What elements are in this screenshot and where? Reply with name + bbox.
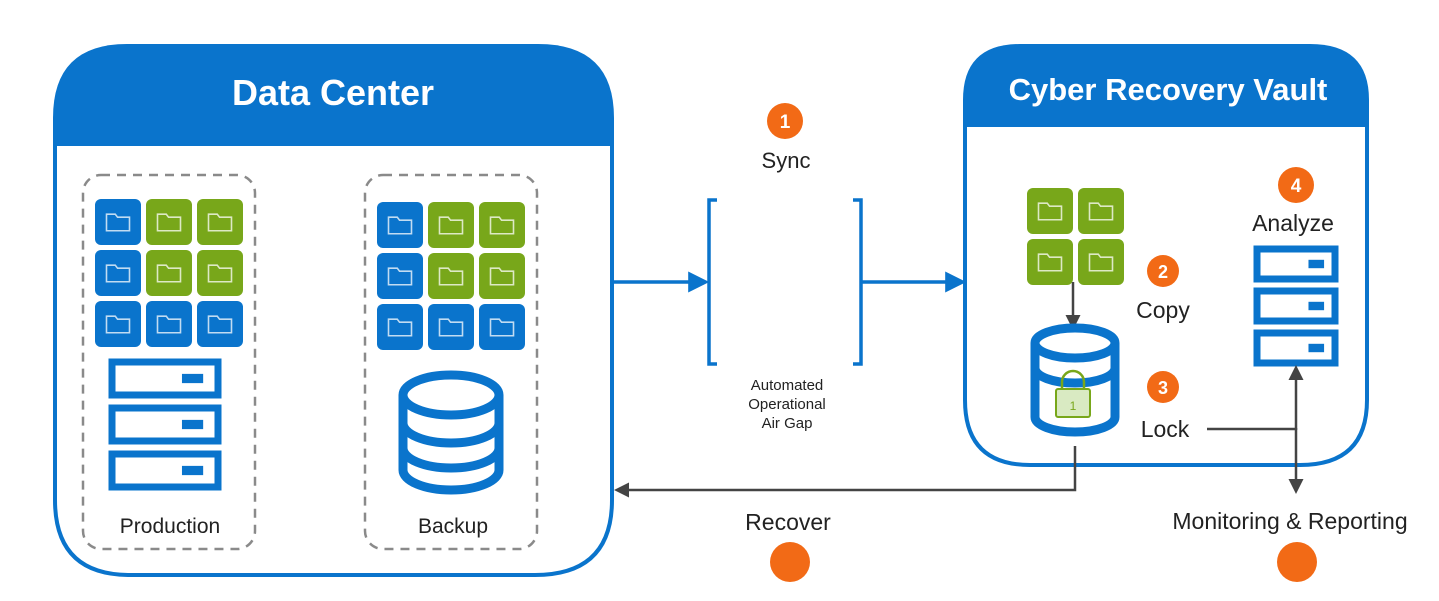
lock-label: Lock [1141, 416, 1190, 442]
folder-icon [1078, 239, 1124, 285]
folder-icon [197, 250, 243, 296]
air-gap-left-bracket [707, 198, 717, 366]
production-label: Production [120, 515, 220, 538]
data-center-title: Data Center [232, 72, 434, 113]
server-icon [108, 404, 222, 445]
air-gap-line-1: Automated [751, 377, 824, 394]
folder-icon [377, 253, 423, 299]
folder-icon [377, 304, 423, 350]
recover-label: Recover [745, 509, 831, 535]
vault-server-stack [1253, 245, 1339, 367]
vault-tile-grid [1027, 188, 1124, 285]
backup-tile-grid [377, 202, 525, 350]
folder-icon [197, 301, 243, 347]
monitoring-step-badge [1277, 542, 1317, 582]
sync-step-badge: 1 [767, 103, 803, 139]
folder-icon [95, 301, 141, 347]
air-gap-line-3: Air Gap [762, 415, 813, 432]
folder-icon [197, 199, 243, 245]
folder-icon [1078, 188, 1124, 234]
monitoring-label: Monitoring & Reporting [1172, 508, 1407, 534]
folder-icon [146, 199, 192, 245]
production-server-stack [108, 358, 222, 491]
air-gap-section: 1 Sync Automated Operational Air Gap [614, 103, 967, 432]
copy-label: Copy [1136, 297, 1190, 323]
server-icon [108, 450, 222, 491]
recover-arrow [614, 446, 1077, 498]
folder-icon [428, 253, 474, 299]
server-icon [1253, 287, 1339, 325]
server-icon [1253, 245, 1339, 283]
lock-step-badge: 3 [1147, 371, 1179, 403]
folder-icon [146, 250, 192, 296]
server-icon [1253, 329, 1339, 367]
database-icon [398, 370, 504, 495]
folder-icon [428, 202, 474, 248]
air-gap-line-2: Operational [748, 396, 826, 413]
folder-icon [479, 304, 525, 350]
analyze-label: Analyze [1252, 210, 1334, 236]
folder-icon [377, 202, 423, 248]
data-center-header [53, 44, 614, 146]
lock-body [1055, 388, 1091, 418]
folder-icon [146, 301, 192, 347]
server-icon [108, 358, 222, 399]
production-dashed-box [81, 173, 257, 551]
vault-title: Cyber Recovery Vault [1009, 72, 1328, 107]
folder-icon [95, 250, 141, 296]
analyze-step-number: 4 [1291, 176, 1302, 197]
vault-panel: Cyber Recovery Vault 1 2 Copy 3 Lock [963, 44, 1369, 467]
production-group: Production [81, 173, 257, 551]
locked-database-icon: 1 [1030, 323, 1120, 437]
backup-group: Backup [363, 173, 539, 551]
backup-label: Backup [418, 515, 488, 538]
copy-step-badge: 2 [1147, 255, 1179, 287]
sync-label: Sync [762, 148, 811, 173]
lock-step-number: 3 [1158, 378, 1168, 398]
folder-icon [479, 253, 525, 299]
data-center-border [53, 120, 614, 577]
analyze-step-badge: 4 [1278, 167, 1314, 203]
production-tile-grid [95, 199, 243, 347]
folder-icon [428, 304, 474, 350]
recover-step-badge [770, 542, 810, 582]
data-center-panel: Data Center Production Backup [53, 44, 614, 577]
folder-icon [1027, 239, 1073, 285]
air-gap-right-bracket [853, 198, 863, 366]
lock-shackle [1060, 369, 1086, 389]
lock-digit: 1 [1070, 399, 1077, 413]
copy-step-number: 2 [1158, 262, 1168, 282]
sync-step-number: 1 [780, 112, 791, 133]
vault-header [963, 44, 1369, 127]
folder-icon [1027, 188, 1073, 234]
backup-dashed-box [363, 173, 539, 551]
folder-icon [479, 202, 525, 248]
folder-icon [95, 199, 141, 245]
